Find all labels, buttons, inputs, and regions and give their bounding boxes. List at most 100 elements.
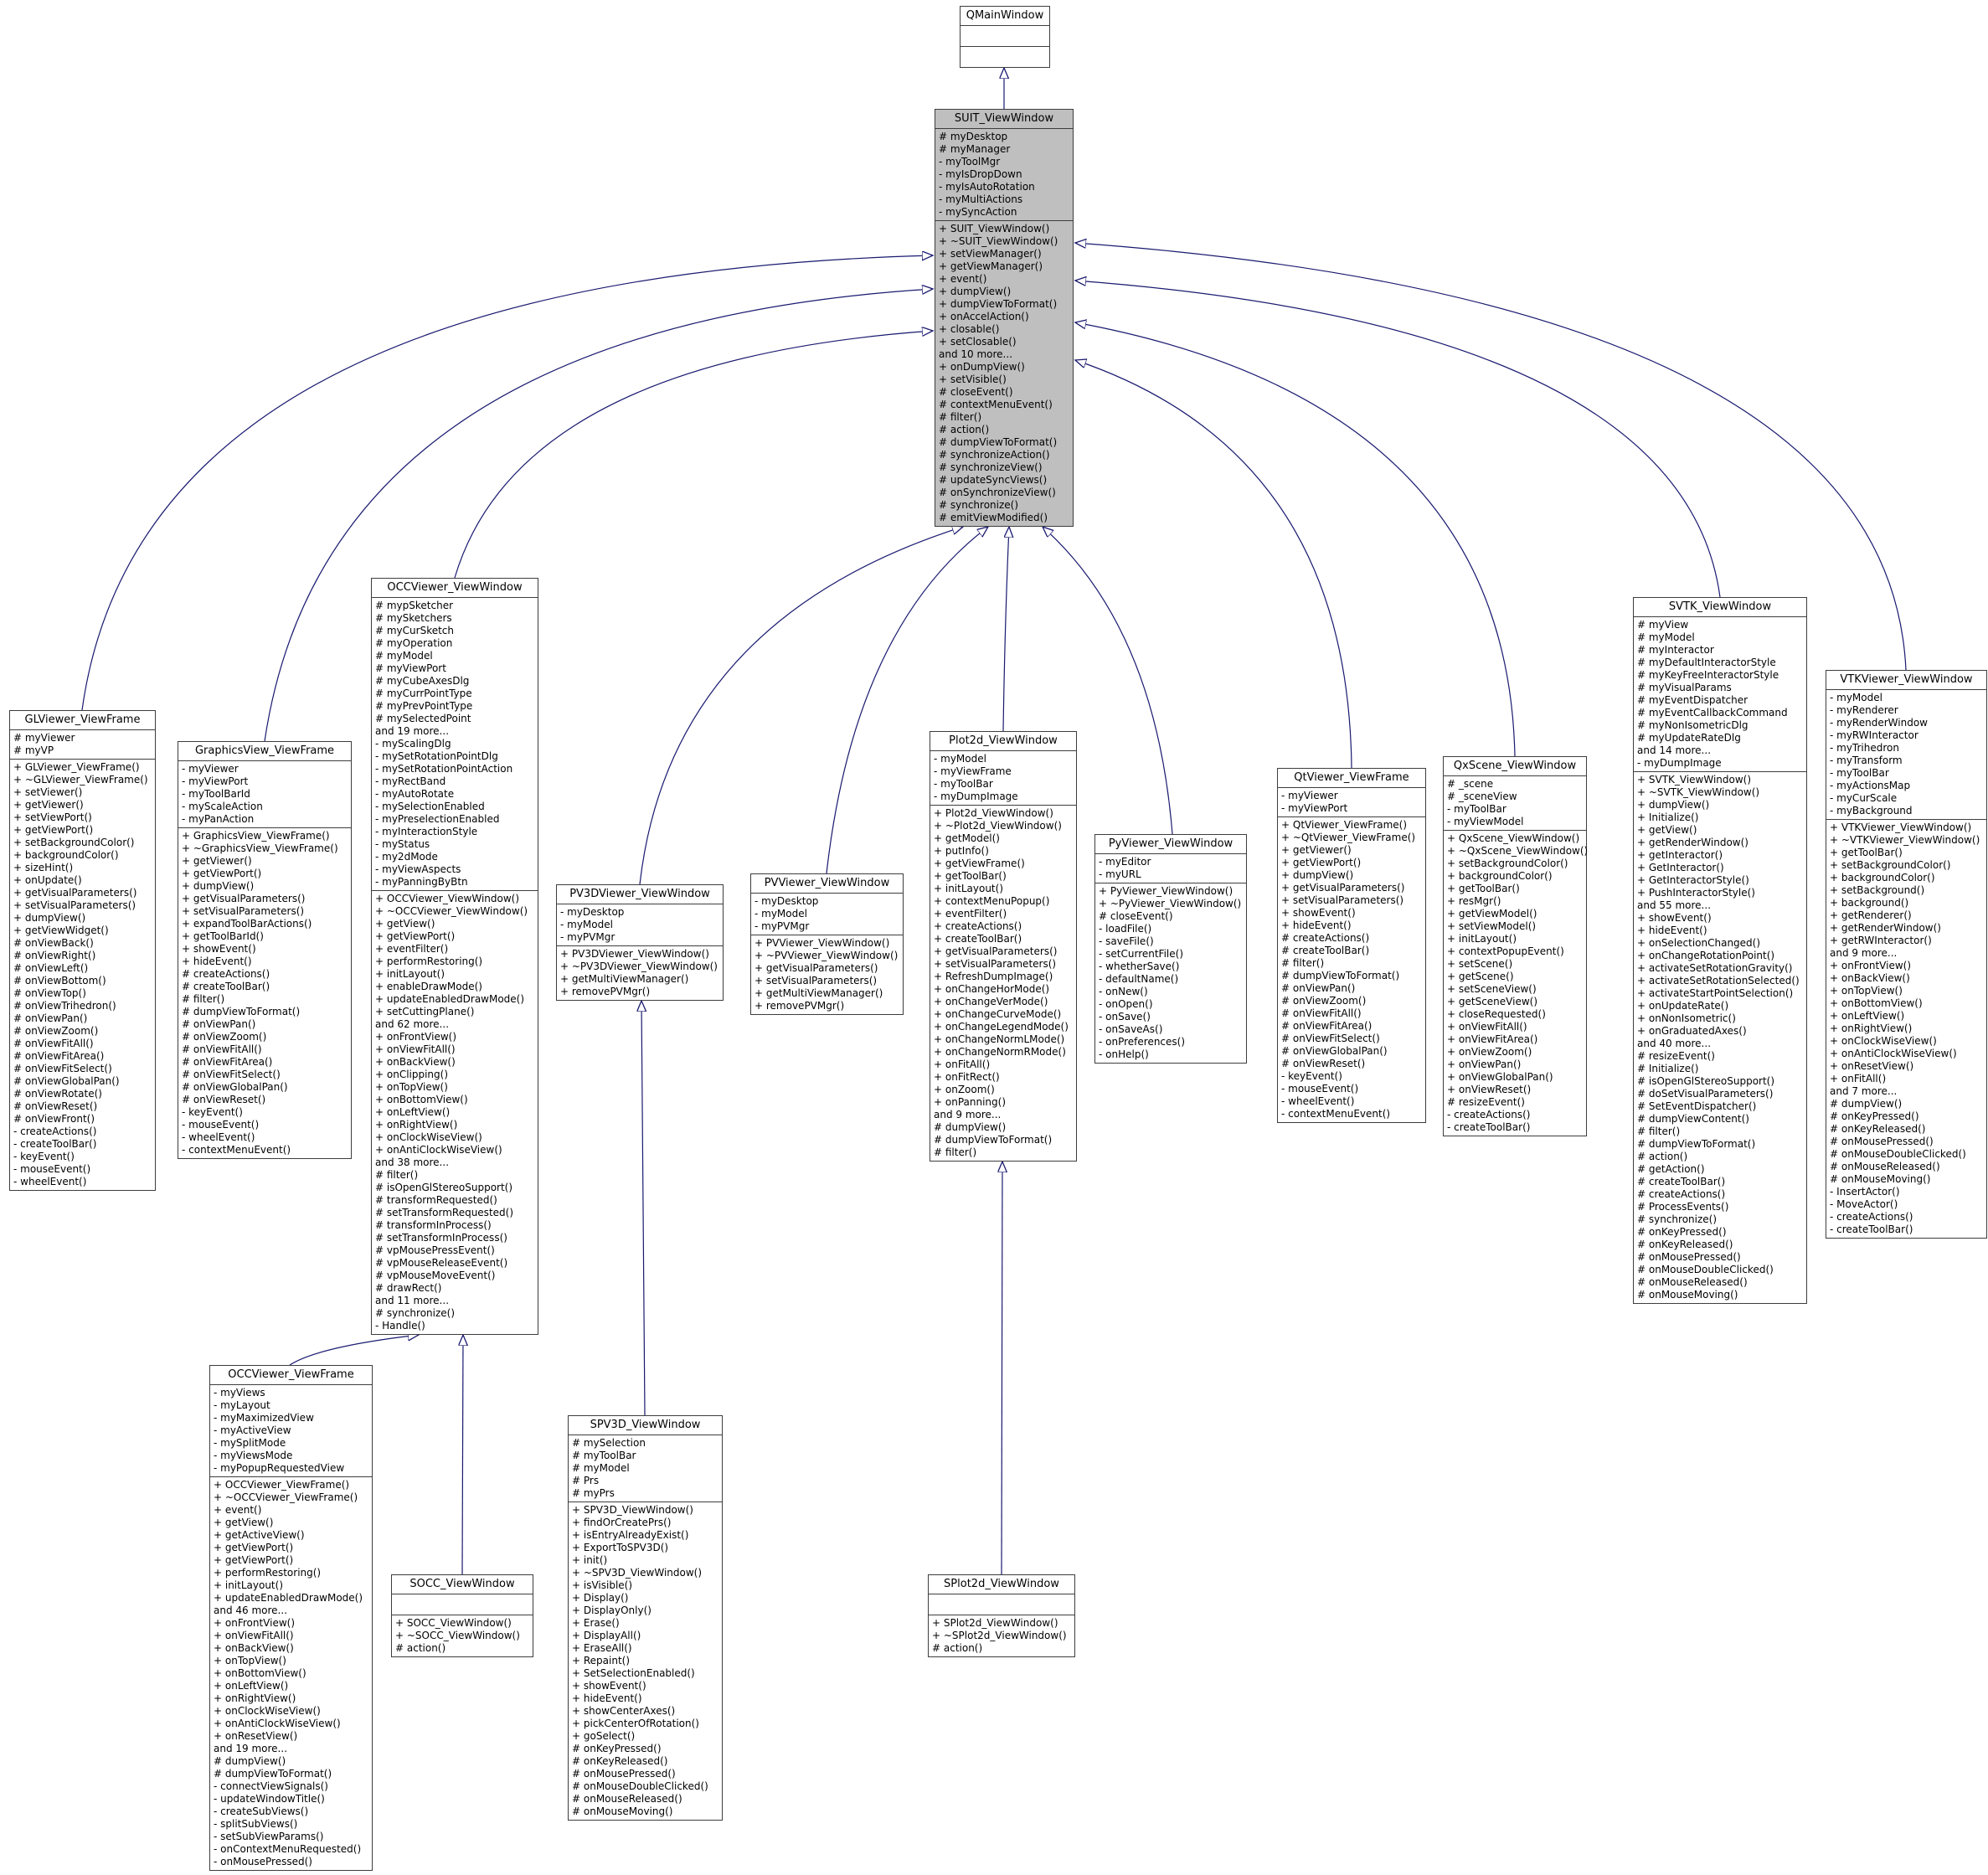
class-box-PV3DViewer_ViewWindow[interactable]: PV3DViewer_ViewWindow- myDesktop- myMode…: [556, 884, 724, 1001]
attribute-line: - myTransform: [1830, 755, 1903, 766]
method-line: + onChangeHorMode(): [934, 983, 1050, 995]
method-line: + EraseAll(): [572, 1642, 632, 1654]
method-line: # filter(): [1637, 1126, 1681, 1137]
class-title: GraphicsView_ViewFrame: [194, 744, 335, 757]
method-line: # onKeyPressed(): [1830, 1110, 1919, 1122]
method-line: + getViewPort(): [13, 824, 94, 836]
method-line: + event(): [214, 1504, 262, 1516]
attribute-line: - myRenderer: [1830, 704, 1898, 716]
class-box-SPlot2d_ViewWindow[interactable]: SPlot2d_ViewWindow+ SPlot2d_ViewWindow()…: [928, 1574, 1075, 1657]
method-line: + contextPopupEvent(): [1447, 945, 1564, 957]
class-box-GraphicsView_ViewFrame[interactable]: GraphicsView_ViewFrame- myViewer- myView…: [178, 741, 352, 1159]
method-line: # ProcessEvents(): [1637, 1201, 1729, 1213]
method-line: + DisplayOnly(): [572, 1605, 652, 1616]
method-line: # dumpViewContent(): [1637, 1113, 1749, 1125]
class-box-PVViewer_ViewWindow[interactable]: PVViewer_ViewWindow- myDesktop- myModel-…: [750, 873, 904, 1015]
method-line: + onClipping(): [375, 1069, 449, 1080]
class-box-QMainWindow[interactable]: QMainWindow: [960, 6, 1050, 68]
method-line: + showEvent(): [1637, 912, 1712, 924]
attributes-compartment: # mypSketcher# mySketchers# myCurSketch#…: [372, 597, 538, 890]
attribute-line: - my2dMode: [375, 851, 438, 863]
attribute-line: # myDefaultInteractorStyle: [1637, 657, 1776, 668]
attribute-line: # myNonIsometricDlg: [1637, 719, 1749, 731]
methods-compartment: + SOCC_ViewWindow()+ ~SOCC_ViewWindow()#…: [392, 1615, 533, 1656]
method-line: and 19 more...: [214, 1743, 288, 1754]
method-line: + closable(): [939, 323, 1000, 335]
method-line: - onMousePressed(): [214, 1856, 312, 1867]
method-line: + PushInteractorStyle(): [1637, 887, 1755, 899]
method-line: + onClockWiseView(): [375, 1131, 482, 1143]
attribute-line: - myIsAutoRotation: [939, 181, 1035, 193]
method-line: - wheelEvent(): [1281, 1095, 1355, 1107]
attribute-line: # myCubeAxesDlg: [375, 675, 470, 687]
attribute-line: # _scene: [1447, 778, 1494, 790]
method-line: # dumpView(): [934, 1121, 1007, 1133]
method-line: # onViewZoom(): [1281, 995, 1367, 1007]
method-line: + QtViewer_ViewFrame(): [1281, 819, 1408, 831]
methods-compartment: + Plot2d_ViewWindow()+ ~Plot2d_ViewWindo…: [930, 805, 1076, 1161]
method-line: - onOpen(): [1099, 998, 1153, 1010]
method-line: + eventFilter(): [375, 943, 449, 955]
method-line: - whetherSave(): [1099, 961, 1180, 972]
method-line: + ~SPV3D_ViewWindow(): [572, 1567, 703, 1579]
class-box-QxScene_ViewWindow[interactable]: QxScene_ViewWindow# _scene# _sceneView- …: [1443, 756, 1588, 1136]
method-line: + getRenderer(): [1830, 909, 1912, 921]
method-line: + onTopView(): [1830, 985, 1903, 997]
method-line: + setVisible(): [939, 373, 1007, 385]
method-line: + onClockWiseView(): [214, 1705, 321, 1717]
method-line: + GLViewer_ViewFrame(): [13, 761, 140, 773]
method-line: # vpMouseReleaseEvent(): [375, 1257, 508, 1269]
attribute-line: # myView: [1637, 619, 1689, 631]
class-box-QtViewer_ViewFrame[interactable]: QtViewer_ViewFrame- myViewer- myViewPort…: [1277, 768, 1426, 1123]
method-line: + setVisualParameters(): [1281, 894, 1404, 906]
method-line: # dumpView(): [214, 1755, 286, 1767]
method-line: - setCurrentFile(): [1099, 948, 1183, 960]
inheritance-edge-GraphicsView_ViewFrame-to-SUIT_ViewWindow: [264, 289, 933, 742]
method-line: # transformRequested(): [375, 1194, 497, 1206]
method-line: - Handle(): [375, 1320, 425, 1332]
class-box-OCCViewer_ViewFrame[interactable]: OCCViewer_ViewFrame- myViews- myLayout- …: [209, 1365, 373, 1871]
method-line: # dumpViewToFormat(): [182, 1006, 301, 1017]
method-line: + removePVMgr(): [755, 1000, 845, 1012]
method-line: # createActions(): [1281, 932, 1370, 944]
method-line: - createActions(): [1447, 1109, 1531, 1120]
method-line: + ~PVViewer_ViewWindow(): [755, 950, 899, 961]
method-line: + OCCViewer_ViewFrame(): [214, 1479, 350, 1491]
method-line: + Display(): [572, 1592, 629, 1604]
method-line: + onViewFitAll(): [1447, 1021, 1527, 1033]
class-box-GLViewer_ViewFrame[interactable]: GLViewer_ViewFrame# myViewer# myVP+ GLVi…: [9, 710, 156, 1191]
class-box-PyViewer_ViewWindow[interactable]: PyViewer_ViewWindow- myEditor- myURL+ Py…: [1094, 834, 1247, 1064]
class-box-SVTK_ViewWindow[interactable]: SVTK_ViewWindow# myView# myModel# myInte…: [1633, 597, 1807, 1304]
class-box-SPV3D_ViewWindow[interactable]: SPV3D_ViewWindow# mySelection# myToolBar…: [568, 1415, 723, 1821]
class-box-VTKViewer_ViewWindow[interactable]: VTKViewer_ViewWindow- myModel- myRendere…: [1826, 670, 1987, 1239]
class-box-OCCViewer_ViewWindow[interactable]: OCCViewer_ViewWindow# mypSketcher# mySke…: [371, 578, 538, 1335]
method-line: + onZoom(): [934, 1084, 995, 1095]
attributes-compartment: [961, 25, 1049, 46]
method-line: + backgroundColor(): [1447, 870, 1553, 882]
attribute-line: - myToolBar: [934, 778, 993, 790]
attribute-line: # myEventDispatcher: [1637, 694, 1749, 706]
class-box-SUIT_ViewWindow[interactable]: SUIT_ViewWindow# myDesktop# myManager- m…: [935, 109, 1074, 527]
method-line: # onViewFitSelect(): [1281, 1033, 1380, 1044]
method-line: + onViewReset(): [1447, 1084, 1532, 1095]
method-line: # dumpViewToFormat(): [934, 1134, 1053, 1146]
inheritance-edge-GLViewer_ViewFrame-to-SUIT_ViewWindow: [81, 255, 933, 711]
method-line: # closeEvent(): [1099, 910, 1173, 922]
method-line: # onMousePressed(): [572, 1768, 676, 1780]
method-line: + onBackView(): [214, 1642, 294, 1654]
method-line: # createActions(): [182, 968, 270, 980]
class-box-SOCC_ViewWindow[interactable]: SOCC_ViewWindow+ SOCC_ViewWindow()+ ~SOC…: [391, 1574, 533, 1657]
method-line: + getViewModel(): [1447, 908, 1537, 919]
class-box-Plot2d_ViewWindow[interactable]: Plot2d_ViewWindow- myModel- myViewFrame-…: [930, 731, 1077, 1162]
attribute-line: - mySyncAction: [939, 206, 1017, 218]
method-line: + initLayout(): [375, 968, 445, 980]
class-title: GLViewer_ViewFrame: [24, 713, 141, 726]
method-line: + onViewFitArea(): [1447, 1033, 1538, 1045]
method-line: + getViewPort(): [1281, 857, 1362, 868]
method-line: + onResetView(): [1830, 1060, 1914, 1072]
method-line: + OCCViewer_ViewWindow(): [375, 893, 520, 904]
method-line: + DisplayAll(): [572, 1630, 641, 1641]
method-line: + onUpdateRate(): [1637, 1000, 1729, 1012]
method-line: # filter(): [934, 1146, 977, 1158]
